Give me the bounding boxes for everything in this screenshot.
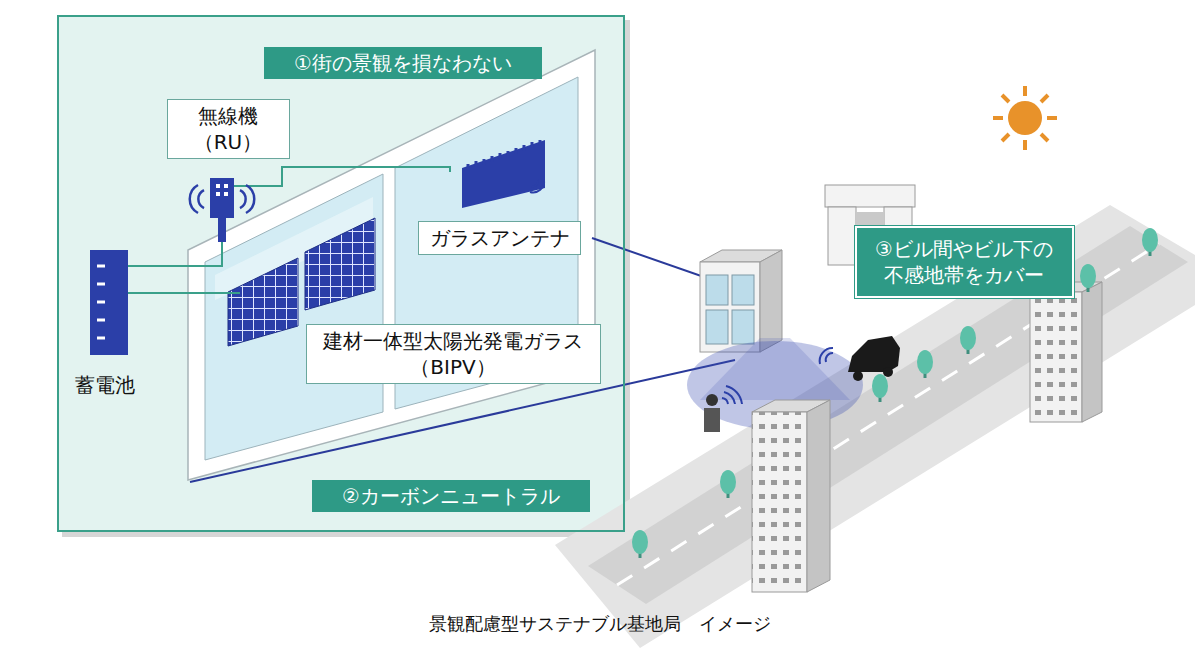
heading-band: ①街の景観を損なわない [264, 47, 542, 79]
radio-waves [530, 180, 544, 192]
part-label: 無線機 （RU） [167, 99, 290, 159]
sun [993, 86, 1057, 150]
part-label: ガラスアンテナ [418, 221, 581, 255]
solar-cells [305, 218, 375, 310]
tree [960, 326, 976, 350]
callout-box: ③ビル間やビル下の 不感地帯をカバー [855, 226, 1074, 298]
tree [720, 470, 736, 494]
tree [872, 374, 888, 398]
box-text: 建材一体型太陽光発電ガラス （BIPV） [317, 328, 589, 380]
radio-pole [218, 218, 226, 242]
battery-marks [97, 266, 105, 338]
building [1030, 282, 1102, 422]
glass-pane [205, 174, 383, 460]
tree [917, 350, 933, 374]
heading-band: ②カーボンニュートラル [312, 480, 590, 512]
solar-cells [228, 258, 298, 346]
tree-row [632, 228, 1158, 558]
radio-unit [210, 178, 234, 218]
tree [632, 530, 648, 554]
wire [232, 167, 450, 186]
radio-waves [190, 185, 255, 213]
ground [555, 205, 1195, 648]
glass-antenna [462, 140, 545, 208]
box-text: 無線機 （RU） [178, 103, 278, 155]
antenna-building [700, 250, 782, 352]
antenna-comb [468, 140, 540, 170]
road [588, 226, 1188, 604]
person [704, 386, 742, 432]
tree [1080, 264, 1096, 288]
coverage-beam [700, 338, 850, 400]
panel-frame: ②カーボンニュートラル ①街の景観を損なわない無線機 （RU） ガラスアンテナ建材一… [57, 15, 625, 532]
wire [128, 242, 222, 266]
tree [1142, 228, 1158, 252]
part-label: 建材一体型太陽光発電ガラス （BIPV） [306, 324, 601, 384]
box-text: ガラスアンテナ [429, 225, 570, 251]
panel-ground [57, 15, 625, 532]
box-text: ③ビル間やビル下の 不感地帯をカバー [871, 236, 1057, 288]
car [820, 336, 900, 381]
battery [90, 250, 128, 355]
wire [128, 292, 240, 294]
part-name: 蓄電池 [75, 372, 135, 398]
building [752, 400, 830, 592]
caption: 景観配慮型サステナブル基地局 イメージ [429, 612, 771, 636]
